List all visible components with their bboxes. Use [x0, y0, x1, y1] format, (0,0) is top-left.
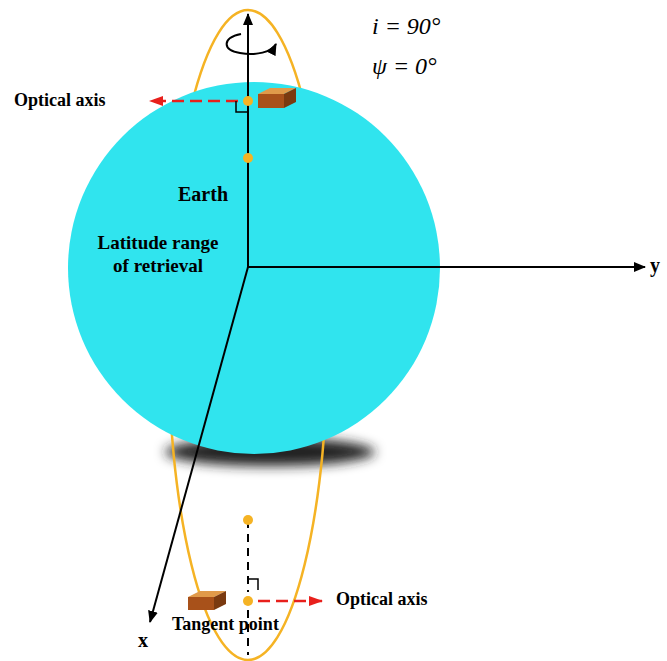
optical-axis-label: Optical axis: [336, 589, 428, 611]
axis-label: x: [138, 628, 148, 652]
optical-axis-arrow: [150, 100, 238, 103]
tangent-point-label: Tangent point: [172, 614, 279, 636]
optical-axis-label: Optical axis: [14, 90, 106, 112]
orbit-point: [243, 96, 253, 106]
axis-label: y: [650, 253, 660, 277]
angle-label: ψ = 0°: [372, 52, 437, 81]
rotation-arrow: [227, 34, 276, 54]
x-axis: [150, 267, 248, 622]
inclination-label: i = 90°: [372, 12, 440, 41]
satellite: [188, 591, 226, 610]
node-title: Earth: [178, 182, 228, 206]
satellite: [258, 88, 296, 108]
optical-axis-arrow: [258, 600, 322, 603]
z-axis: [247, 14, 249, 267]
orbit-point: [243, 153, 253, 163]
y-axis: [248, 266, 645, 268]
right-angle-mark: [248, 579, 258, 590]
tangent-point: [243, 596, 253, 606]
orbit-point: [243, 515, 253, 525]
region-label: Latitude range of retrieval: [90, 232, 226, 278]
dashed-line: [247, 520, 249, 592]
